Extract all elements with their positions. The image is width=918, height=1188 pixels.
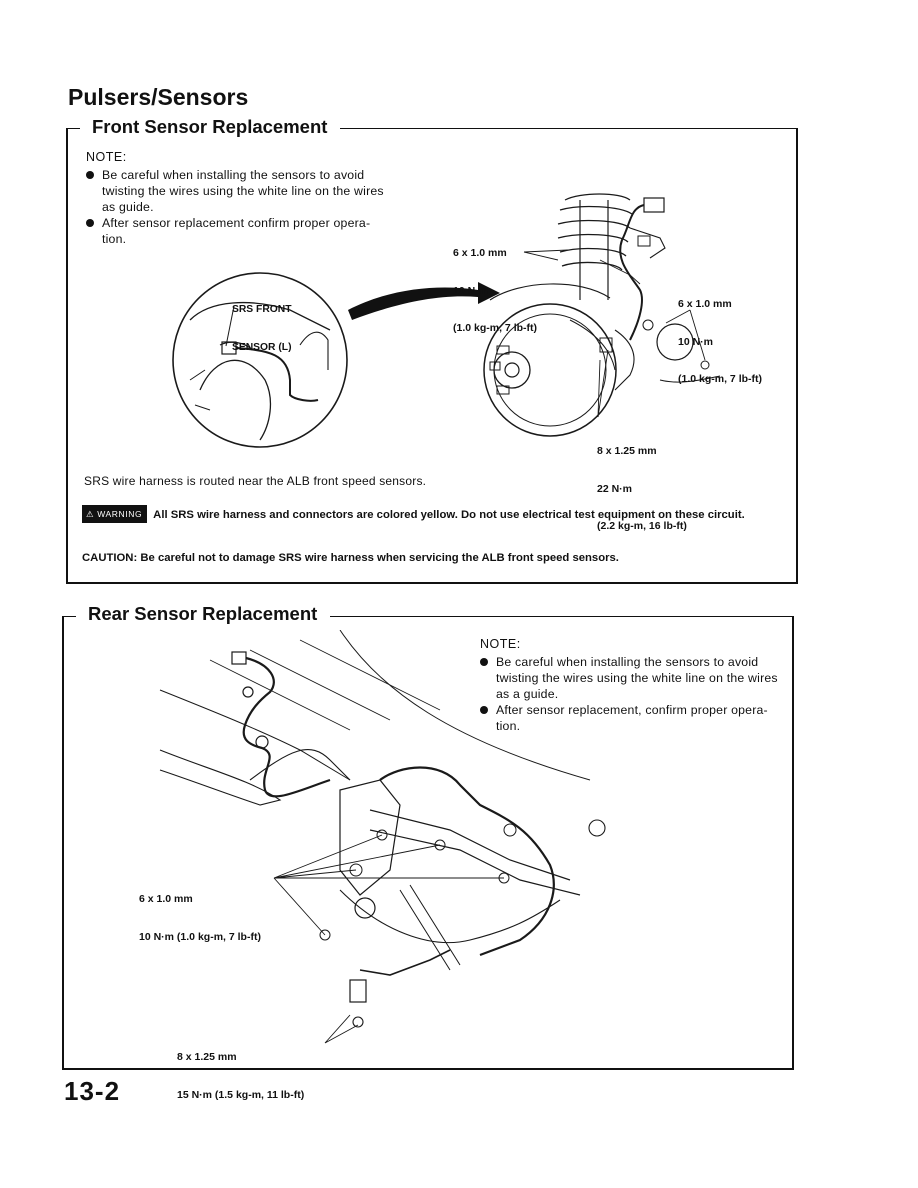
caution-message: CAUTION: Be careful not to damage SRS wi… bbox=[82, 552, 619, 564]
warning-text: All SRS wire harness and connectors are … bbox=[153, 509, 745, 521]
front-note-list: Be careful when installing the sensors t… bbox=[86, 167, 386, 247]
warning-badge: ⚠ WARNING bbox=[82, 505, 148, 523]
rear-sensor-illustration bbox=[159, 630, 606, 1044]
front-section bbox=[66, 128, 798, 584]
inset-label: SRS FRONT SENSOR (L) bbox=[232, 304, 292, 353]
rear-note-label: NOTE: bbox=[480, 637, 521, 651]
srs-sensor-inset bbox=[172, 272, 348, 448]
list-item: After sensor replacement, confirm proper… bbox=[480, 702, 780, 734]
page-number: 13-2 bbox=[64, 1076, 121, 1106]
page-title: Pulsers/Sensors bbox=[68, 84, 249, 110]
front-wheel-assembly bbox=[483, 283, 617, 437]
rear-callout-upper: 6 x 1.0 mm 10 N·m (1.0 kg-m, 7 lb-ft) bbox=[139, 893, 261, 943]
front-strut-assembly bbox=[557, 193, 721, 391]
list-item: Be careful when installing the sensors t… bbox=[86, 167, 386, 215]
front-sensor-illustration bbox=[172, 193, 721, 448]
routing-note: SRS wire harness is routed near the ALB … bbox=[84, 474, 427, 488]
rear-section-heading: Rear Sensor Replacement bbox=[82, 603, 324, 625]
front-callout-upper: 6 x 1.0 mm 10 N·m (1.0 kg-m, 7 lb-ft) bbox=[453, 247, 538, 334]
front-note-label: NOTE: bbox=[86, 150, 127, 164]
rear-suspension-assembly bbox=[319, 779, 606, 1028]
rear-note: NOTE: Be careful when installing the sen… bbox=[480, 637, 780, 734]
list-item: After sensor replacement confirm proper … bbox=[86, 215, 386, 247]
rear-section bbox=[62, 616, 794, 1070]
rear-note-list: Be careful when installing the sensors t… bbox=[480, 654, 780, 734]
front-section-heading: Front Sensor Replacement bbox=[86, 116, 334, 138]
rear-callout-lower: 8 x 1.25 mm 15 N·m (1.5 kg-m, 11 lb-ft) bbox=[177, 1051, 305, 1101]
front-callout-lower: 8 x 1.25 mm 22 N·m (2.2 kg-m, 16 lb-ft) bbox=[597, 445, 687, 532]
rear-body-panel bbox=[159, 630, 591, 806]
front-note: NOTE: Be careful when installing the sen… bbox=[86, 150, 386, 247]
list-item: Be careful when installing the sensors t… bbox=[480, 654, 780, 702]
rear-sensor-wire bbox=[231, 651, 555, 957]
warning-message: ⚠ WARNING All SRS wire harness and connec… bbox=[82, 505, 790, 523]
front-callout-right: 6 x 1.0 mm 10 N·m (1.0 kg-m, 7 lb-ft) bbox=[678, 298, 763, 385]
